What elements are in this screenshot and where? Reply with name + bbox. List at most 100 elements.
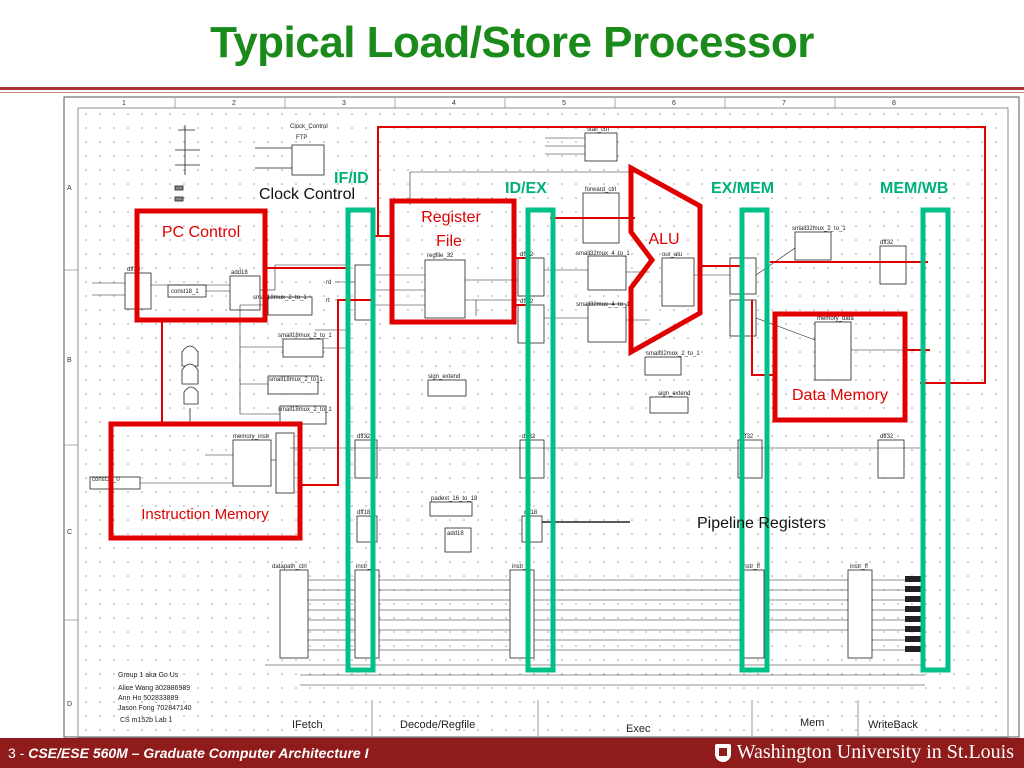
row-ticks xyxy=(64,269,78,621)
clock-control-circuit xyxy=(174,125,325,202)
instr-ff-label: instr_ff xyxy=(850,564,868,570)
instruction-memory-label: Instruction Memory xyxy=(141,506,269,523)
pc-control-label: PC Control xyxy=(162,224,240,241)
university-crest-icon xyxy=(714,743,731,762)
stage-name-labels: IFetch Decode/Regfile Exec Mem WriteBack xyxy=(292,717,918,735)
memwb-blocks xyxy=(877,245,907,479)
mux-label: small32mux_2_to_1 xyxy=(646,351,700,357)
stage-header-idex: ID/EX xyxy=(505,180,547,197)
sign-extend-label: sign_extend xyxy=(428,374,460,380)
stall-ctrl-block xyxy=(584,132,618,162)
row-label: B xyxy=(67,357,72,364)
datapath-ctrl-label: datapath_ctrl xyxy=(272,564,307,570)
data-memory-box xyxy=(772,311,908,423)
footer-bar: 3 - CSE/ESE 560M – Graduate Computer Arc… xyxy=(0,738,1024,768)
row-label: C xyxy=(67,529,72,536)
group-info: Group 1 aka Go Us Alice Wang 302886989 A… xyxy=(118,672,192,724)
page-number: 3 - xyxy=(8,745,25,761)
group-member: Alice Wang 302886989 xyxy=(118,685,190,692)
padext-label: padext_16_to_18 xyxy=(431,496,478,502)
sign-extend-block xyxy=(427,379,689,414)
pipeline-reg-exmem xyxy=(739,207,770,673)
stage-ifetch: IFetch xyxy=(292,719,323,731)
col-label: 7 xyxy=(782,100,786,107)
dff32-label: dff32 xyxy=(880,434,894,440)
stage-headers: IF/ID ID/EX EX/MEM MEM/WB xyxy=(334,170,948,197)
stall-ctrl-label: stall_ctrl xyxy=(587,127,609,133)
clock-control-block-label: Clock_Control xyxy=(290,124,328,130)
instr-ff-label: instr_ff xyxy=(356,564,374,570)
processor-schematic: 1 2 3 4 5 6 7 8 A B C D Clock_Control FT… xyxy=(63,96,1020,738)
mux-label: small32mux_2_to_1 xyxy=(792,226,846,232)
col-label: 3 xyxy=(342,100,346,107)
stage-writeback: WriteBack xyxy=(868,719,918,731)
pipeline-reg-ifid xyxy=(345,207,376,673)
mux-wires xyxy=(239,304,350,415)
pc-area-wires xyxy=(92,264,350,296)
control-row-blocks xyxy=(279,569,873,659)
add18-label: add18 xyxy=(231,270,248,276)
rd-label: rd xyxy=(326,280,331,286)
title-divider xyxy=(0,87,1024,90)
mux-label: small18mux_2_to_1 xyxy=(278,333,332,339)
stage-decode: Decode/Regfile xyxy=(400,719,475,731)
forward-ctrl-label: forward_ctrl xyxy=(585,187,616,193)
col-label: 1 xyxy=(122,100,126,107)
alu-shape xyxy=(628,163,703,357)
stage-separators xyxy=(371,700,859,736)
dff18-label: dff18 xyxy=(524,510,538,516)
group-member: Jason Fong 702847140 xyxy=(118,705,192,712)
title-divider-thin xyxy=(0,92,1024,93)
const18-label: const18_1 xyxy=(171,289,199,295)
col-label: 2 xyxy=(232,100,236,107)
dff32-label: dff32 xyxy=(880,240,894,246)
stage-exec: Exec xyxy=(626,723,651,735)
column-ticks xyxy=(174,98,836,108)
group-member: Ann Ho 502833889 xyxy=(118,695,178,702)
column-labels: 1 2 3 4 5 6 7 8 xyxy=(122,100,896,107)
lab-name: CS m152b Lab 1 xyxy=(120,717,173,724)
stall-feedback-wire xyxy=(377,126,986,384)
footer-right: Washington University in St.Louis xyxy=(714,741,1014,764)
stage-header-exmem: EX/MEM xyxy=(711,180,774,197)
dff18-label: dff18 xyxy=(127,267,141,273)
row-labels: A B C D xyxy=(67,185,72,708)
mux-label: small18mux_2_to_1 xyxy=(278,407,332,413)
output-ports xyxy=(905,576,923,652)
footer-left: 3 - CSE/ESE 560M – Graduate Computer Arc… xyxy=(8,745,368,761)
mux4-label: small32mux_4_to_1 xyxy=(576,251,630,257)
memory-instr-label: memory_instr xyxy=(233,434,269,440)
row-label: D xyxy=(67,701,72,708)
register-file-label-1: Register xyxy=(421,209,481,226)
row-label: A xyxy=(67,185,72,192)
instr-ff-label: instr_ff xyxy=(742,564,760,570)
pipeline-registers-label: Pipeline Registers xyxy=(697,515,826,532)
instr-mem-wires xyxy=(140,454,276,484)
pipeline-reg-memwb xyxy=(920,207,951,673)
regfile-label: regfile_32 xyxy=(427,253,454,259)
register-file-box xyxy=(389,198,517,325)
mux-label: small18mux_2_to_1 xyxy=(269,377,323,383)
data-memory-label: Data Memory xyxy=(792,387,888,404)
stage-header-memwb: MEM/WB xyxy=(880,180,948,197)
regfile-wires xyxy=(335,274,520,316)
control-bus-wires xyxy=(265,579,925,686)
pipeline-reg-idex xyxy=(525,207,556,673)
alu-block-label: our_alu xyxy=(662,252,682,258)
sign-extend-label: sign_extend xyxy=(658,391,690,397)
stage-header-ifid: IF/ID xyxy=(334,170,369,187)
schematic-inner-border xyxy=(77,107,1009,738)
col-label: 8 xyxy=(892,100,896,107)
register-file-label-2: File xyxy=(436,233,462,250)
instr-mem-blocks xyxy=(89,432,295,494)
memory-data-label: memory_data xyxy=(817,316,854,322)
mux-stack xyxy=(267,296,327,425)
course-title: CSE/ESE 560M – Graduate Computer Archite… xyxy=(28,745,369,761)
alu-internals xyxy=(644,257,695,376)
col-label: 4 xyxy=(452,100,456,107)
dff18-label: dff18 xyxy=(357,510,371,516)
pipeline-registers xyxy=(345,207,951,673)
dff32-label: dff32 xyxy=(357,434,371,440)
ftp-label: FTP xyxy=(296,135,307,141)
regfile-block xyxy=(354,259,466,321)
